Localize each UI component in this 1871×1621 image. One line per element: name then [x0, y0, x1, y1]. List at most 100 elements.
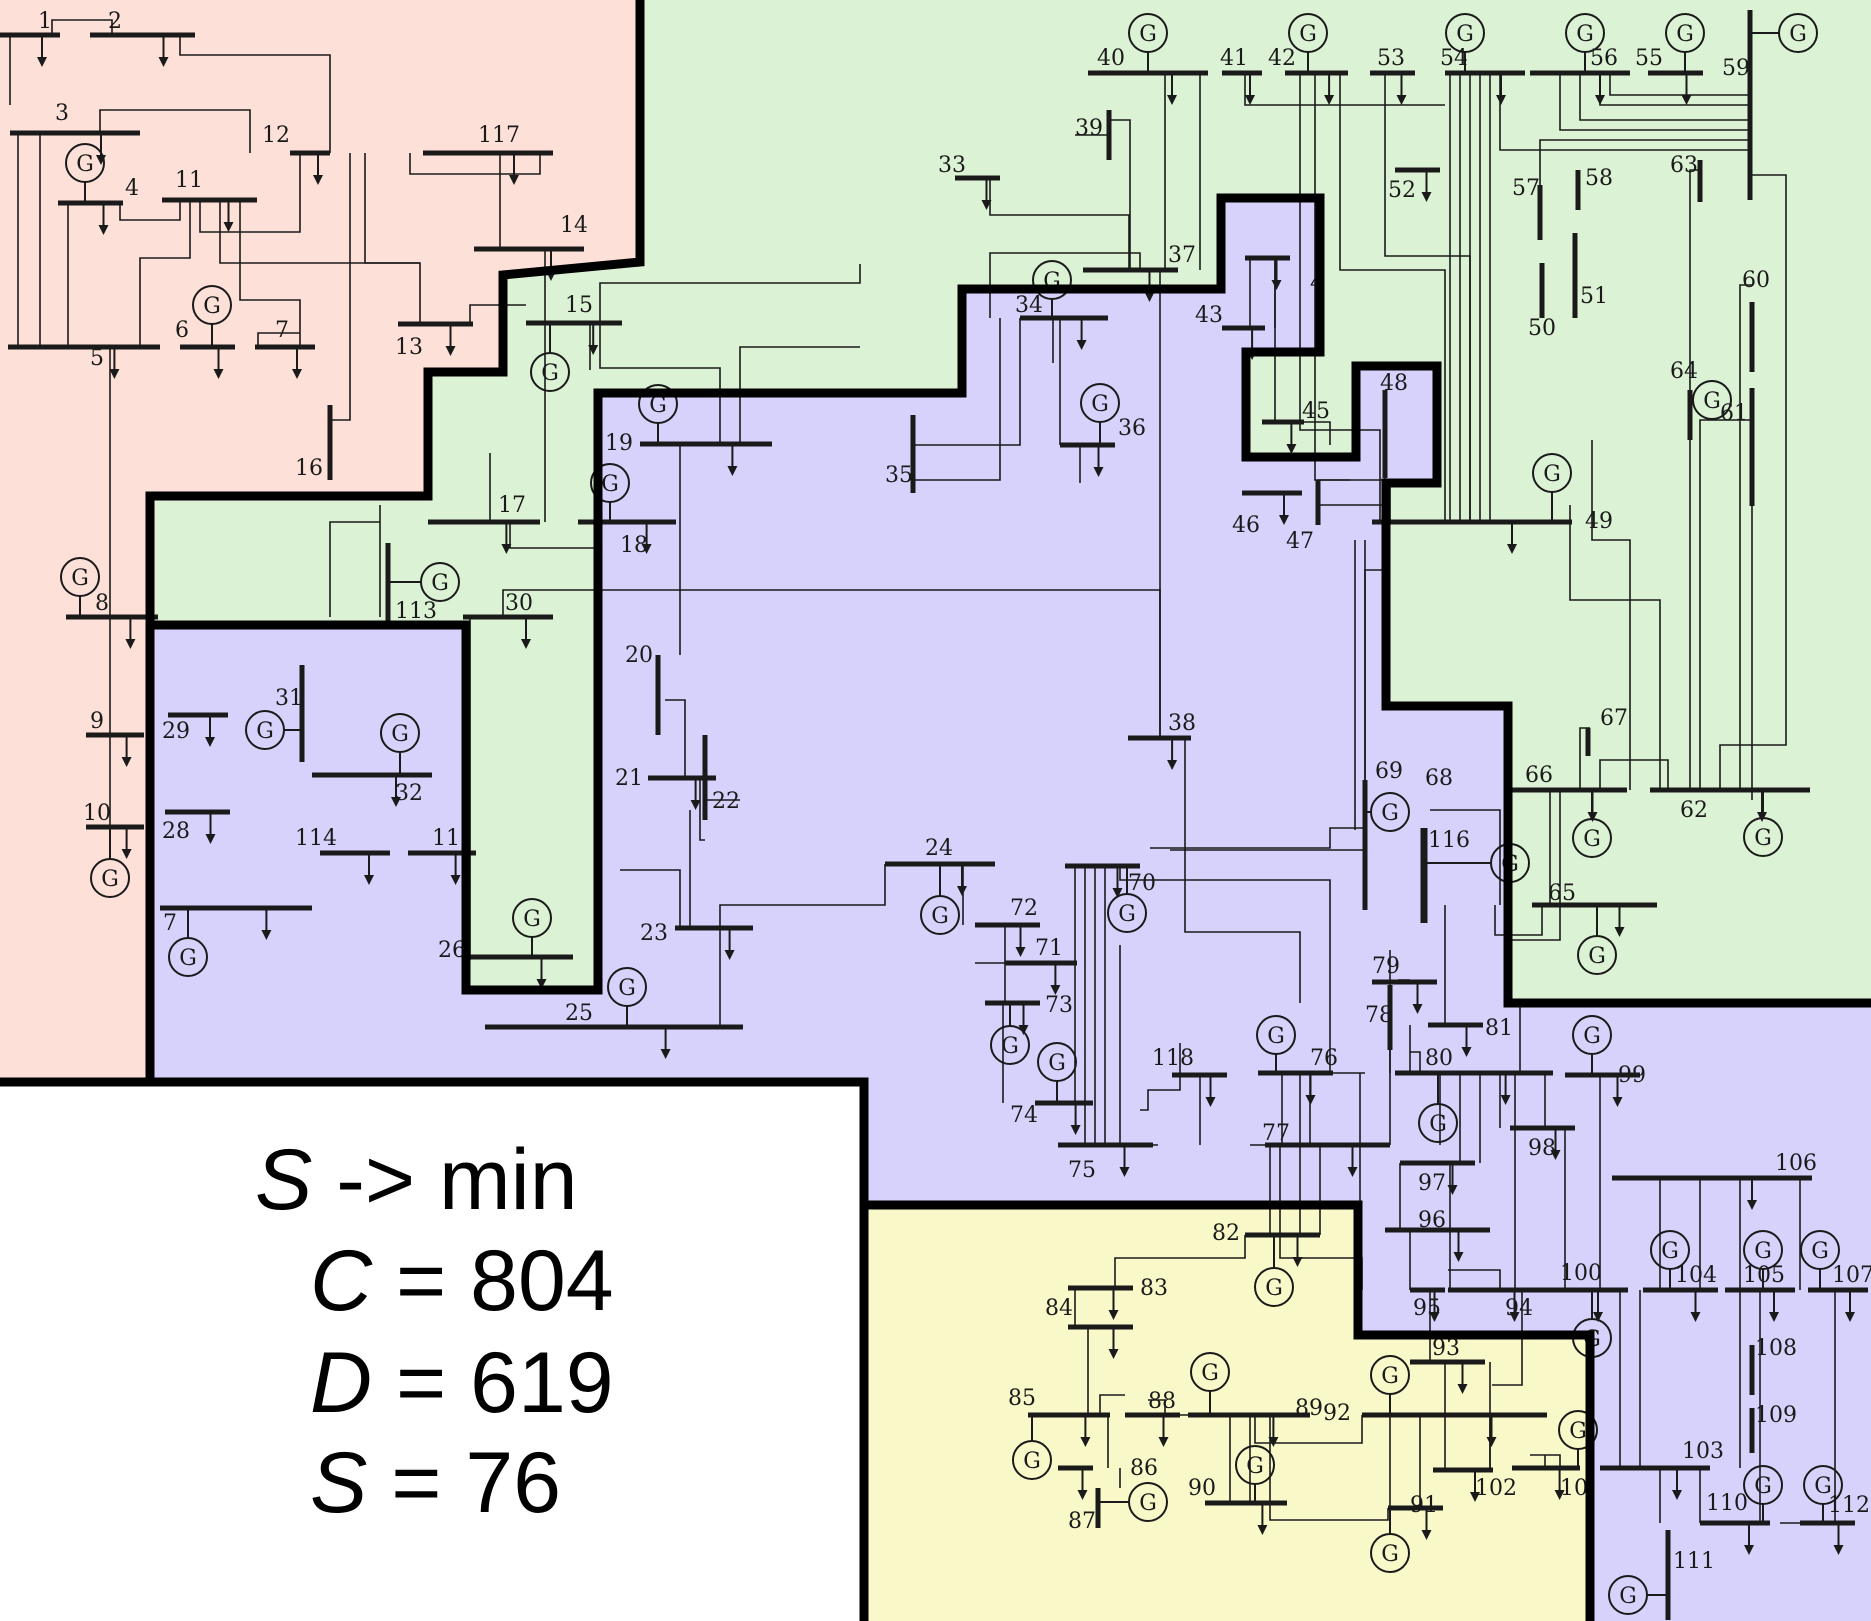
load-arrow-head — [213, 369, 224, 379]
bus-label: 54 — [1440, 46, 1468, 71]
load-arrow-head — [660, 1049, 671, 1059]
generator-letter: G — [1118, 902, 1136, 927]
generator-letter: G — [1676, 22, 1694, 47]
generator-icon: G — [1190, 1352, 1230, 1415]
bus-label: 42 — [1268, 46, 1296, 71]
load-arrow-head — [1769, 1312, 1779, 1322]
bus-53: 53 — [1370, 46, 1415, 105]
bus-43: 43 — [1195, 303, 1265, 360]
objective-text: -> min — [312, 1132, 578, 1228]
load-arrow-head — [501, 544, 512, 554]
bus-label: 79 — [1372, 954, 1400, 979]
load-arrow-head — [1050, 985, 1061, 995]
bus-label: 104 — [1675, 1263, 1717, 1288]
load-arrow-head — [641, 544, 652, 554]
bus-label: 7 — [163, 911, 177, 936]
bus-label: 57 — [1512, 176, 1540, 201]
load-arrow-head — [1018, 1025, 1029, 1035]
bus-73: 73G — [985, 993, 1073, 1065]
bus-40: 40G — [1088, 13, 1208, 105]
load-arrow-head — [1286, 444, 1297, 454]
transmission-line — [599, 323, 721, 444]
generator-icon: G — [192, 285, 232, 347]
bus-64: 64G — [1670, 359, 1732, 440]
transmission-line — [99, 109, 251, 153]
generator-icon: G — [1572, 790, 1612, 858]
bus-label: 1 — [38, 9, 52, 34]
generator-icon: G — [60, 557, 100, 617]
transmission-line — [1609, 73, 1752, 96]
bus-label: 4 — [125, 176, 139, 201]
bus-label: 69 — [1375, 759, 1403, 784]
load-arrow-head — [109, 369, 120, 379]
bus-label: 110 — [1706, 1491, 1748, 1516]
transmission-line — [1299, 73, 1381, 522]
generator-icon: G — [1370, 1355, 1410, 1415]
generator-icon: G — [1558, 1410, 1598, 1468]
bus-label: 97 — [1418, 1171, 1446, 1196]
bus-label: 29 — [162, 719, 190, 744]
transmission-line — [139, 200, 191, 347]
load-arrow-head — [1167, 760, 1178, 770]
bus-5: 5 — [8, 344, 160, 379]
bus-20: 20 — [625, 643, 661, 735]
bus-45: 45 — [1262, 399, 1330, 454]
load-arrow-head — [121, 757, 132, 767]
bus-35: 35 — [885, 415, 916, 493]
bus-94: 94 — [1448, 1287, 1543, 1322]
bus-label: 13 — [395, 335, 423, 360]
bus-46: 46 — [1232, 490, 1302, 538]
load-arrow-head — [1593, 1312, 1603, 1322]
generator-icon: G — [1098, 1482, 1168, 1522]
generator-letter: G — [523, 907, 541, 932]
generator-icon: G — [1572, 1015, 1612, 1075]
transmission-line — [1510, 790, 1561, 941]
bus-label: 25 — [565, 1001, 593, 1026]
bus-label: 93 — [1432, 1336, 1460, 1361]
bus-label: 18 — [620, 533, 648, 558]
load-arrow-head — [125, 639, 136, 649]
generator-icon: G — [1256, 1015, 1296, 1073]
generator-letter: G — [1543, 462, 1561, 487]
transmission-line — [739, 346, 860, 444]
transmission-line — [1689, 169, 1700, 790]
load-arrow-head — [1554, 1490, 1565, 1500]
bus-label: 40 — [1097, 46, 1125, 71]
bus-52: 52 — [1388, 167, 1440, 203]
bus-114: 114 — [295, 826, 390, 885]
generator-letter: G — [1139, 1491, 1157, 1516]
bus-117: 117 — [423, 123, 553, 185]
load-arrow-head — [521, 639, 531, 649]
bus-label: 17 — [498, 493, 526, 518]
transmission-line — [1559, 73, 1752, 131]
generator-icon: G — [1365, 792, 1410, 832]
bus-label: 84 — [1045, 1296, 1073, 1321]
bus-label: 34 — [1015, 293, 1043, 318]
boundary-blue-north — [150, 193, 1871, 1008]
bus-75: 75 — [1058, 1142, 1153, 1183]
bus-82: 82G — [1212, 1221, 1320, 1307]
bus-26: 26G — [438, 898, 573, 989]
generator-letter: G — [1814, 1474, 1832, 1499]
bus-label: 90 — [1188, 1476, 1216, 1501]
generator-letter: G — [1429, 1112, 1447, 1137]
load-arrow-head — [1257, 1525, 1268, 1535]
transmission-line — [1699, 419, 1752, 790]
load-arrow-head — [1681, 95, 1692, 105]
bus-label: 81 — [1485, 1016, 1513, 1041]
load-arrow-head — [37, 57, 47, 67]
load-arrow-head — [509, 175, 519, 185]
bus-39: 39 — [1075, 110, 1112, 160]
generator-letter: G — [1754, 1474, 1772, 1499]
objective-line: S -> min — [255, 1137, 578, 1223]
bus-90: 90G — [1188, 1445, 1287, 1535]
load-arrow-head — [536, 979, 547, 989]
load-arrow-head — [1080, 1437, 1091, 1447]
bus-16: 16 — [295, 405, 333, 481]
boundary-white — [0, 1077, 869, 1621]
bus-label: 2 — [108, 9, 122, 34]
bus-label: 68 — [1425, 766, 1453, 791]
load-arrow-head — [1167, 95, 1177, 105]
